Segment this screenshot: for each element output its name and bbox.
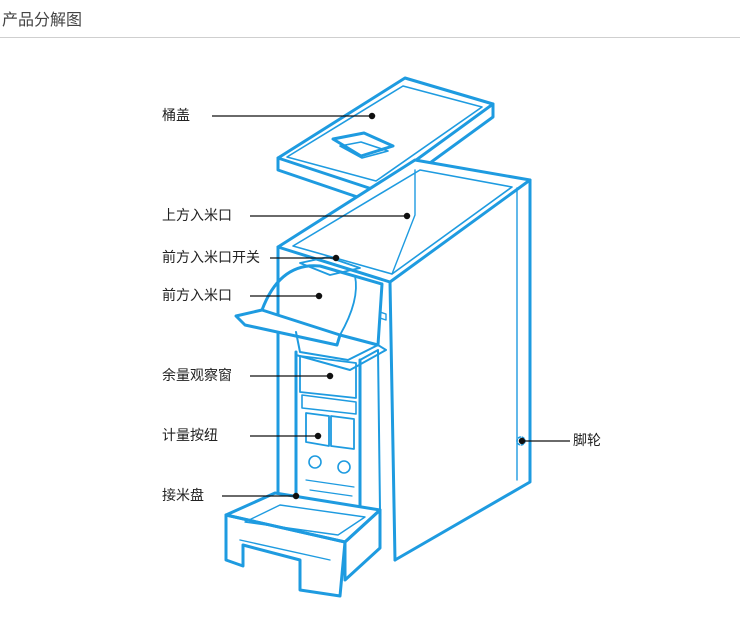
label-caster: 脚轮 <box>573 433 601 449</box>
label-front-inlet-switch: 前方入米口开关 <box>162 250 260 266</box>
title-divider <box>0 37 740 38</box>
front-inlet <box>234 256 387 371</box>
label-level-window: 余量观察窗 <box>162 368 232 384</box>
label-rice-tray: 接米盘 <box>162 488 204 504</box>
label-lid: 桶盖 <box>162 108 190 124</box>
page-title: 产品分解图 <box>2 10 83 29</box>
label-measure-button: 计量按纽 <box>162 428 218 444</box>
label-top-inlet: 上方入米口 <box>162 208 232 224</box>
rice-tray <box>224 491 382 598</box>
label-front-inlet: 前方入米口 <box>162 288 232 304</box>
